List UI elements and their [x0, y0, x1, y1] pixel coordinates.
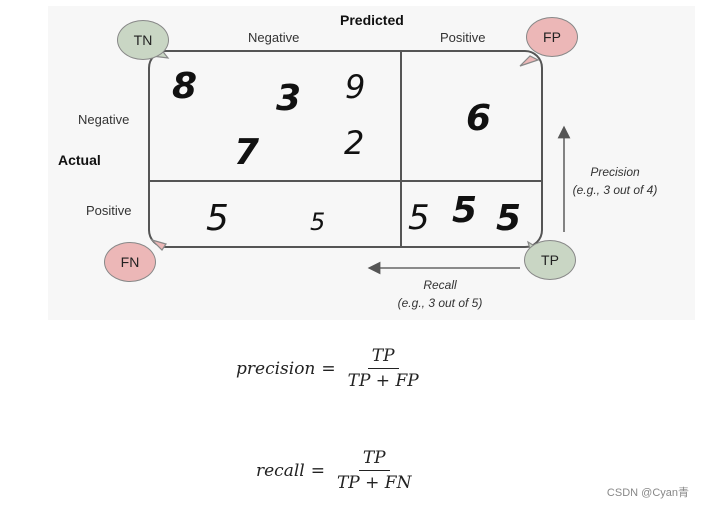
precision-lhs: precision: [236, 358, 316, 379]
tp-bubble: TP: [524, 240, 576, 280]
predicted-header: Predicted: [340, 12, 404, 28]
digit-tp-3: 5: [496, 198, 522, 239]
digit-tn-3: 9: [345, 68, 366, 106]
recall-annotation: Recall (e.g., 3 out of 5): [378, 276, 502, 312]
digit-tn-2: 3: [276, 78, 302, 119]
column-label-positive: Positive: [440, 30, 486, 45]
equals-sign: =: [310, 460, 325, 481]
digit-tn-4: 7: [234, 132, 260, 173]
actual-header: Actual: [58, 152, 101, 168]
tn-bubble: TN: [117, 20, 169, 60]
watermark: CSDN @Cyan青: [606, 487, 689, 499]
column-label-negative: Negative: [248, 30, 300, 45]
fp-bubble: FP: [526, 17, 578, 57]
recall-title: Recall: [423, 278, 457, 292]
digit-fn-2: 5: [310, 208, 326, 236]
digit-tp-1: 5: [408, 198, 430, 238]
matrix-horizontal-divider: [148, 180, 543, 182]
fn-bubble: FN: [104, 242, 156, 282]
recall-fraction: TP TP + FN: [333, 448, 416, 493]
annotation-arrows: [367, 125, 571, 275]
row-label-positive: Positive: [86, 203, 132, 218]
recall-formula: recall = TP TP + FN: [256, 448, 415, 493]
digit-fp-1: 6: [466, 98, 492, 139]
recall-lhs: recall: [256, 460, 305, 481]
precision-example: (e.g., 3 out of 4): [572, 183, 658, 197]
digit-tp-2: 5: [452, 190, 478, 231]
recall-example: (e.g., 3 out of 5): [397, 296, 483, 310]
digit-tn-5: 2: [344, 124, 365, 162]
confusion-matrix-frame: [148, 50, 543, 248]
digit-fn-1: 5: [206, 198, 229, 239]
equals-sign: =: [321, 358, 336, 379]
precision-formula: precision = TP TP + FP: [236, 346, 423, 391]
precision-annotation: Precision (e.g., 3 out of 4): [568, 163, 662, 199]
matrix-vertical-divider: [400, 50, 402, 248]
precision-denominator: TP + FP: [347, 371, 419, 391]
precision-title: Precision: [590, 165, 640, 179]
precision-numerator: TP: [367, 346, 399, 369]
precision-fraction: TP TP + FP: [344, 346, 423, 391]
row-label-negative: Negative: [78, 112, 130, 127]
recall-denominator: TP + FN: [336, 473, 412, 493]
recall-numerator: TP: [358, 448, 390, 471]
digit-tn-1: 8: [172, 66, 198, 107]
